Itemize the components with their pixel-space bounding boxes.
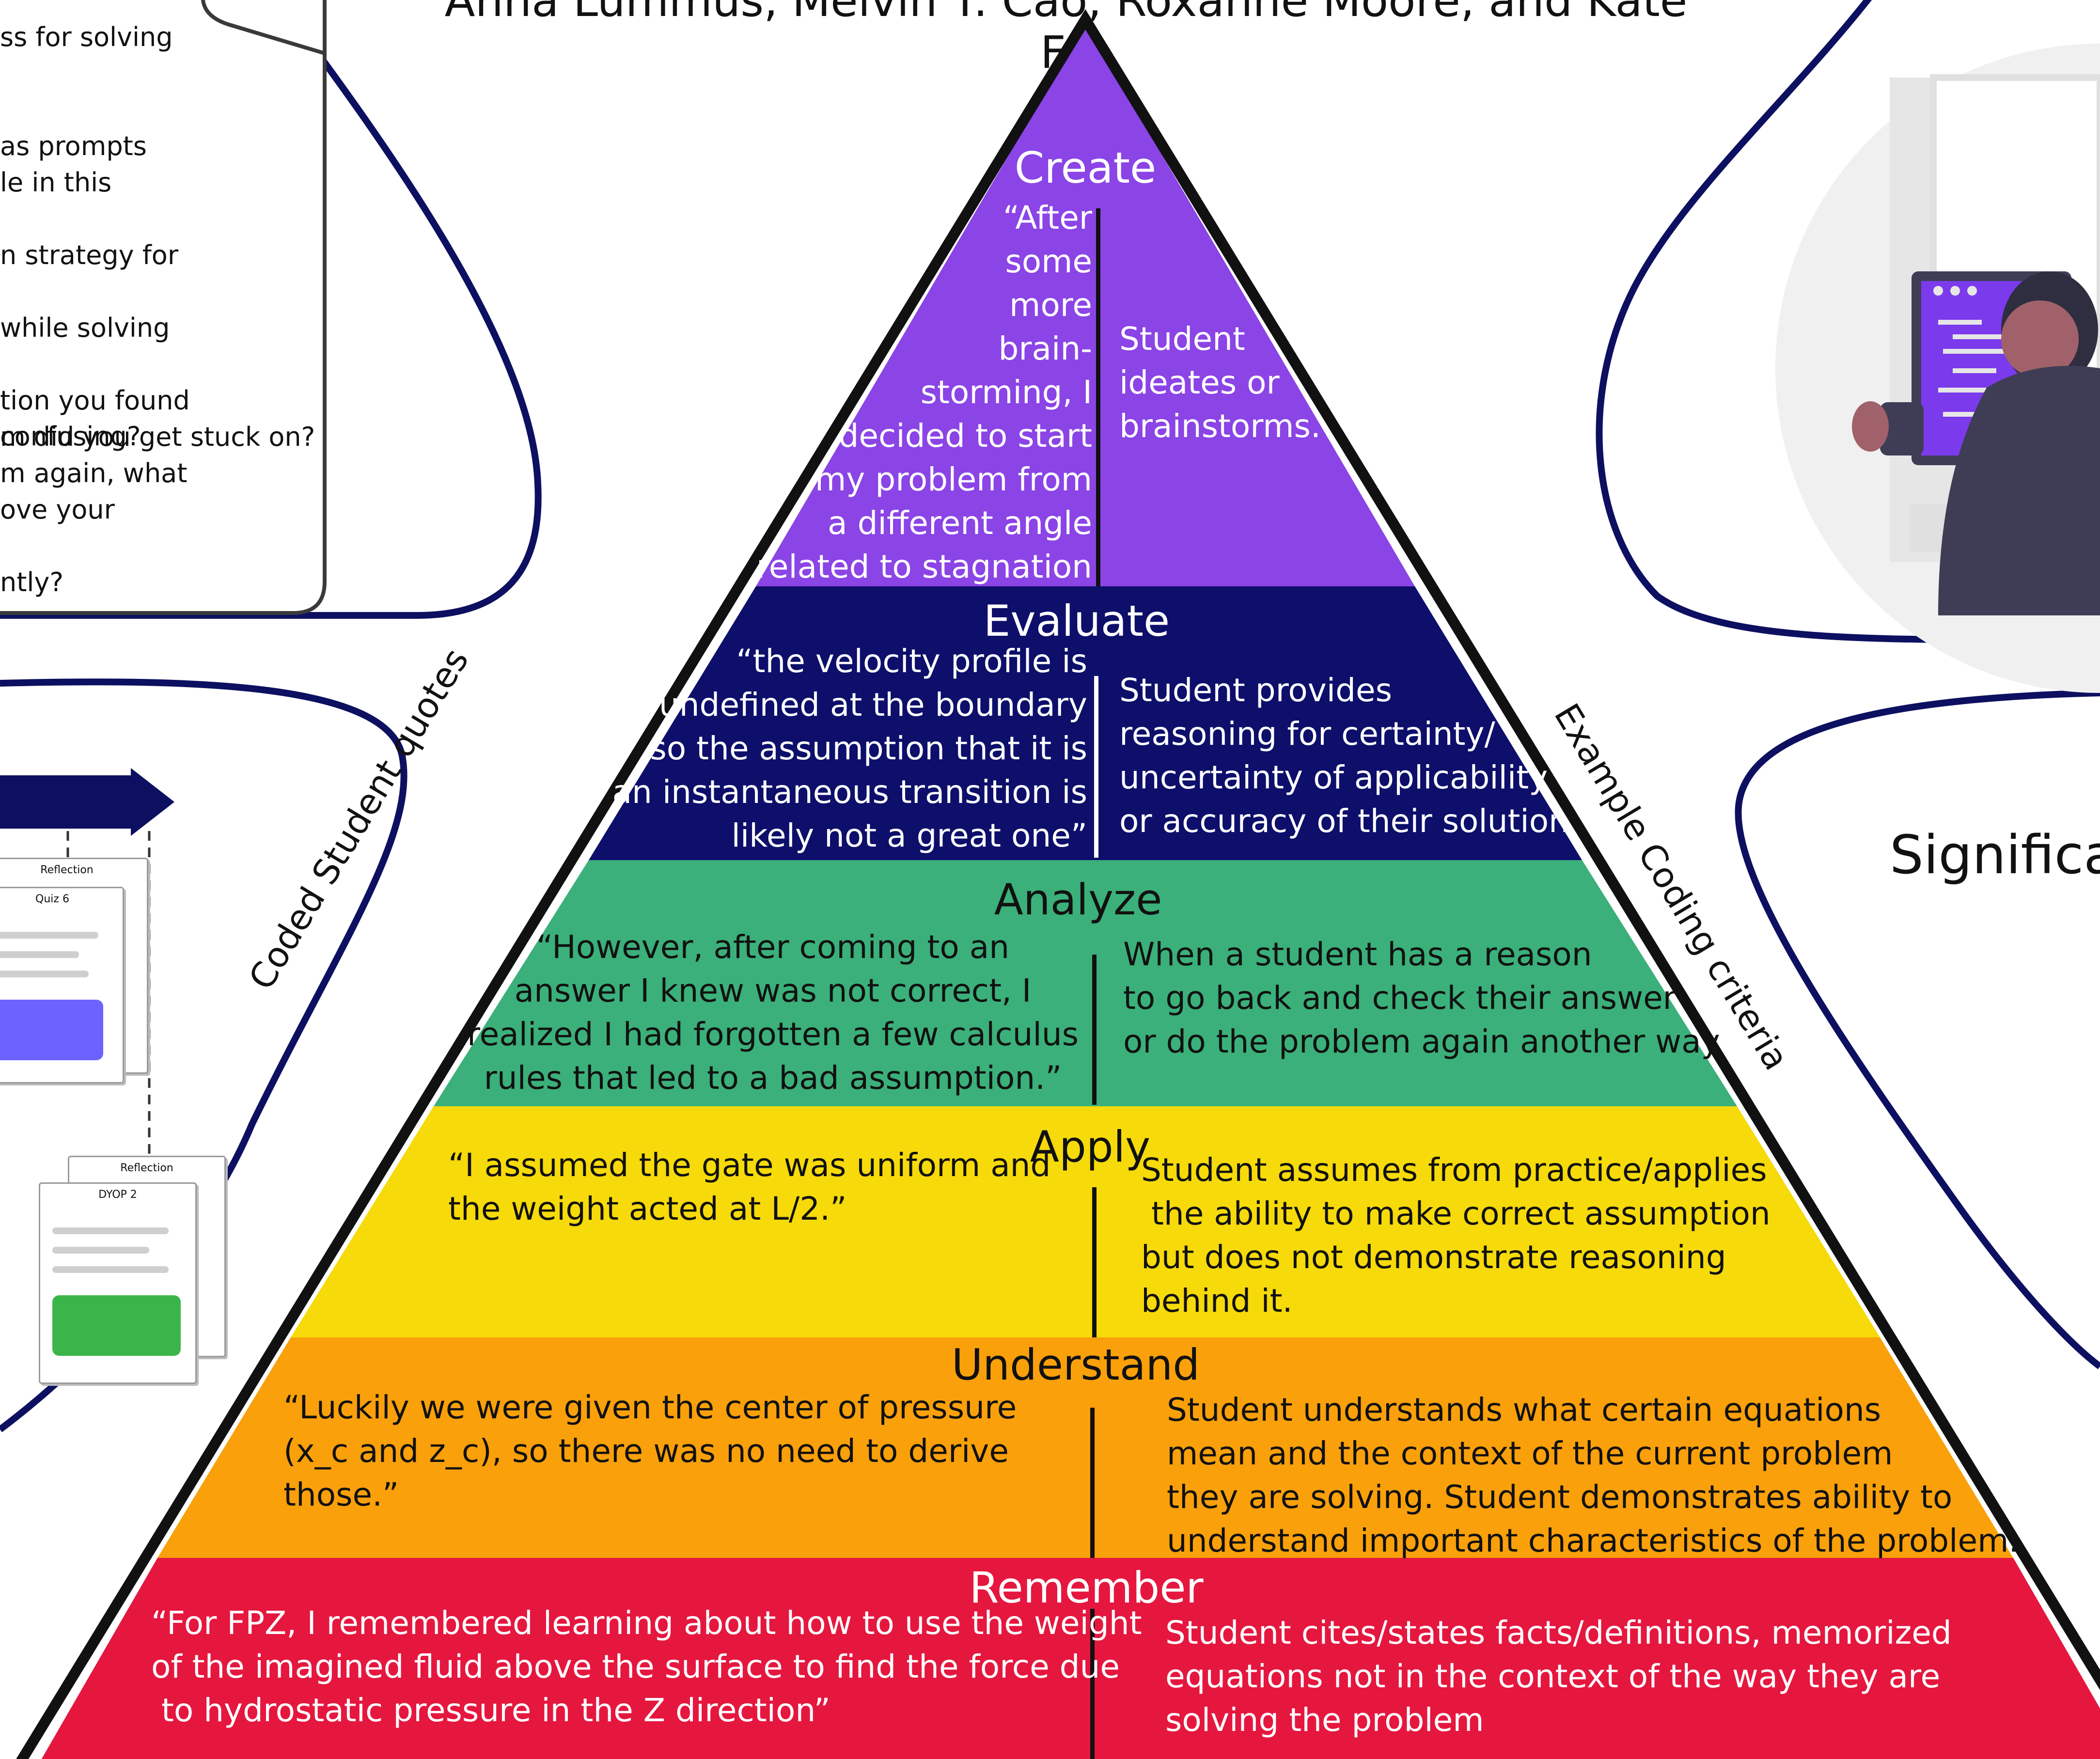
band-remember (41, 1558, 2100, 1759)
quote-remember: “For FPZ, I remembered learning about ho… (151, 1604, 1142, 1729)
criteria-understand: Student understands what certain equatio… (1167, 1391, 2019, 1559)
note-line: ove your (0, 494, 115, 525)
person-at-computer-illustration (1775, 44, 2100, 693)
band-create (756, 24, 1415, 586)
quote-create: “After some more brain- storming, I deci… (756, 199, 1092, 585)
significance-title: Significa (1890, 824, 2100, 886)
placeholder-line (0, 932, 98, 939)
top-right-panel-curve (1596, 0, 2100, 644)
note-line: tion you found confusing? (0, 385, 190, 452)
level-title-understand: Understand (951, 1340, 1200, 1390)
placeholder-line (52, 1227, 169, 1234)
divider-analyze (1092, 955, 1097, 1105)
placeholder-line (0, 971, 89, 977)
level-title-analyze: Analyze (994, 875, 1162, 925)
note-line: while solving (0, 313, 170, 343)
card-subtitle: DYOP 2 (98, 1189, 137, 1201)
note-line: ntly? (0, 567, 64, 597)
note-line: m did you get stuck on? (0, 422, 315, 452)
band-evaluate (589, 586, 1582, 860)
mid-right-panel-curve (1735, 690, 2100, 1369)
criteria-analyze: When a student has a reason to go back a… (1123, 936, 1720, 1060)
divider-apply (1092, 1187, 1097, 1337)
note-line: n strategy for (0, 240, 179, 270)
divider-create (1096, 208, 1100, 586)
placeholder-line (52, 1266, 169, 1273)
quiz-block (0, 1000, 103, 1060)
criteria-apply: Student assumes from practice/applies th… (1141, 1151, 1771, 1319)
note-card-icon (0, 0, 327, 615)
level-title-apply: Apply (1030, 1122, 1151, 1172)
placeholder-line (0, 951, 79, 958)
divider-remember (1090, 1609, 1095, 1759)
criteria-remember: Student cites/states facts/definitions, … (1165, 1614, 1952, 1739)
quote-evaluate: “the velocity profile is undefined at th… (612, 643, 1087, 854)
top-left-panel-curve (0, 0, 542, 619)
card-title: Reflection (40, 864, 94, 876)
criteria-create: Student ideates or brainstorms. (1119, 320, 1321, 445)
quiz-card: Quiz 6 (0, 887, 124, 1084)
note-line: as prompts (0, 131, 147, 161)
note-line: ss for solving (0, 22, 173, 52)
band-apply (291, 1106, 1880, 1337)
note-line: le in this (0, 167, 112, 198)
card-subtitle: Quiz 6 (35, 893, 69, 905)
divider-evaluate (1094, 676, 1098, 858)
level-title-create: Create (1014, 143, 1157, 193)
level-title-remember: Remember (969, 1563, 1204, 1613)
quote-apply: “I assumed the gate was uniform and the … (448, 1146, 1051, 1227)
level-title-evaluate: Evaluate (983, 596, 1170, 646)
card-title: Reflection (120, 1162, 173, 1174)
note-line: m again, what (0, 458, 188, 488)
dyop-block (52, 1295, 181, 1356)
divider-understand (1090, 1408, 1095, 1558)
criteria-evaluate: Student provides reasoning for certainty… (1119, 672, 1569, 840)
band-analyze (434, 860, 1737, 1106)
band-understand (157, 1337, 2013, 1558)
pyramid-edge (16, 9, 2100, 1759)
quote-understand: “Luckily we were given the center of pre… (283, 1389, 1017, 1513)
dyop-card: DYOP 2 (39, 1182, 197, 1384)
quote-analyze: “However, after coming to an answer I kn… (467, 928, 1079, 1097)
placeholder-line (52, 1247, 149, 1254)
arrow-right-icon (0, 768, 174, 836)
